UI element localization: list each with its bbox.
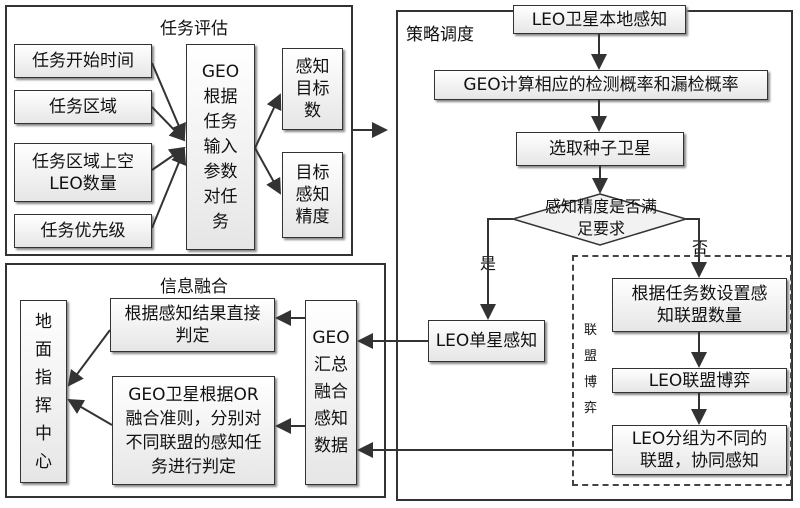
target-count-box: 感知目标数	[282, 48, 343, 130]
arrow	[67, 398, 113, 426]
direct-judgement: 根据感知结果直接判定	[110, 298, 275, 352]
arrow	[151, 62, 186, 140]
geo-fusion-box: GEO汇总融合感知数据	[305, 300, 357, 485]
arrow	[254, 93, 282, 149]
ground-command-center: 地面指挥中心	[20, 300, 67, 483]
geo-compute-prob: GEO计算相应的检测概率和漏检概率	[434, 70, 768, 100]
select-seed-satellite: 选取种子卫星	[516, 132, 684, 166]
arrow	[254, 147, 281, 195]
coalition-game-region	[572, 255, 792, 486]
fusion-title: 信息融合	[160, 277, 228, 297]
coalition-game-label: 联盟博弈	[584, 323, 598, 416]
geo-eval-box: GEO根据任务输入参数对任务	[186, 44, 255, 250]
input-leo-count: 任务区域上空LEO数量	[14, 143, 152, 202]
input-priority: 任务优先级	[14, 214, 152, 248]
leo-single-sensing: LEO单星感知	[428, 320, 545, 362]
or-rule-judgement: GEO卫星根据OR融合准则，分别对不同联盟的感知任务进行判定	[112, 376, 275, 485]
arrow	[151, 106, 186, 142]
decision-text: 感知精度是否满足要求	[545, 197, 658, 238]
no-label: 否	[692, 238, 709, 257]
task-eval-title: 任务评估	[160, 19, 228, 39]
arrow	[480, 218, 513, 320]
arrow	[686, 218, 707, 278]
arrow	[67, 329, 111, 387]
set-coalition-count: 根据任务数设置感知联盟数量	[612, 278, 787, 332]
arrow	[151, 148, 187, 229]
leo-grouping: LEO分组为不同的联盟，协同感知	[612, 425, 787, 475]
target-precision-box: 目标感知精度	[282, 152, 343, 238]
leo-coalition-game: LEO联盟博弈	[612, 368, 787, 393]
decision-diamond	[510, 193, 689, 246]
input-task-area: 任务区域	[14, 90, 152, 124]
leo-local-sensing: LEO卫星本地感知	[513, 5, 686, 34]
input-start-time: 任务开始时间	[14, 44, 152, 78]
strategy-title: 策略调度	[406, 25, 474, 45]
arrow	[151, 146, 186, 171]
